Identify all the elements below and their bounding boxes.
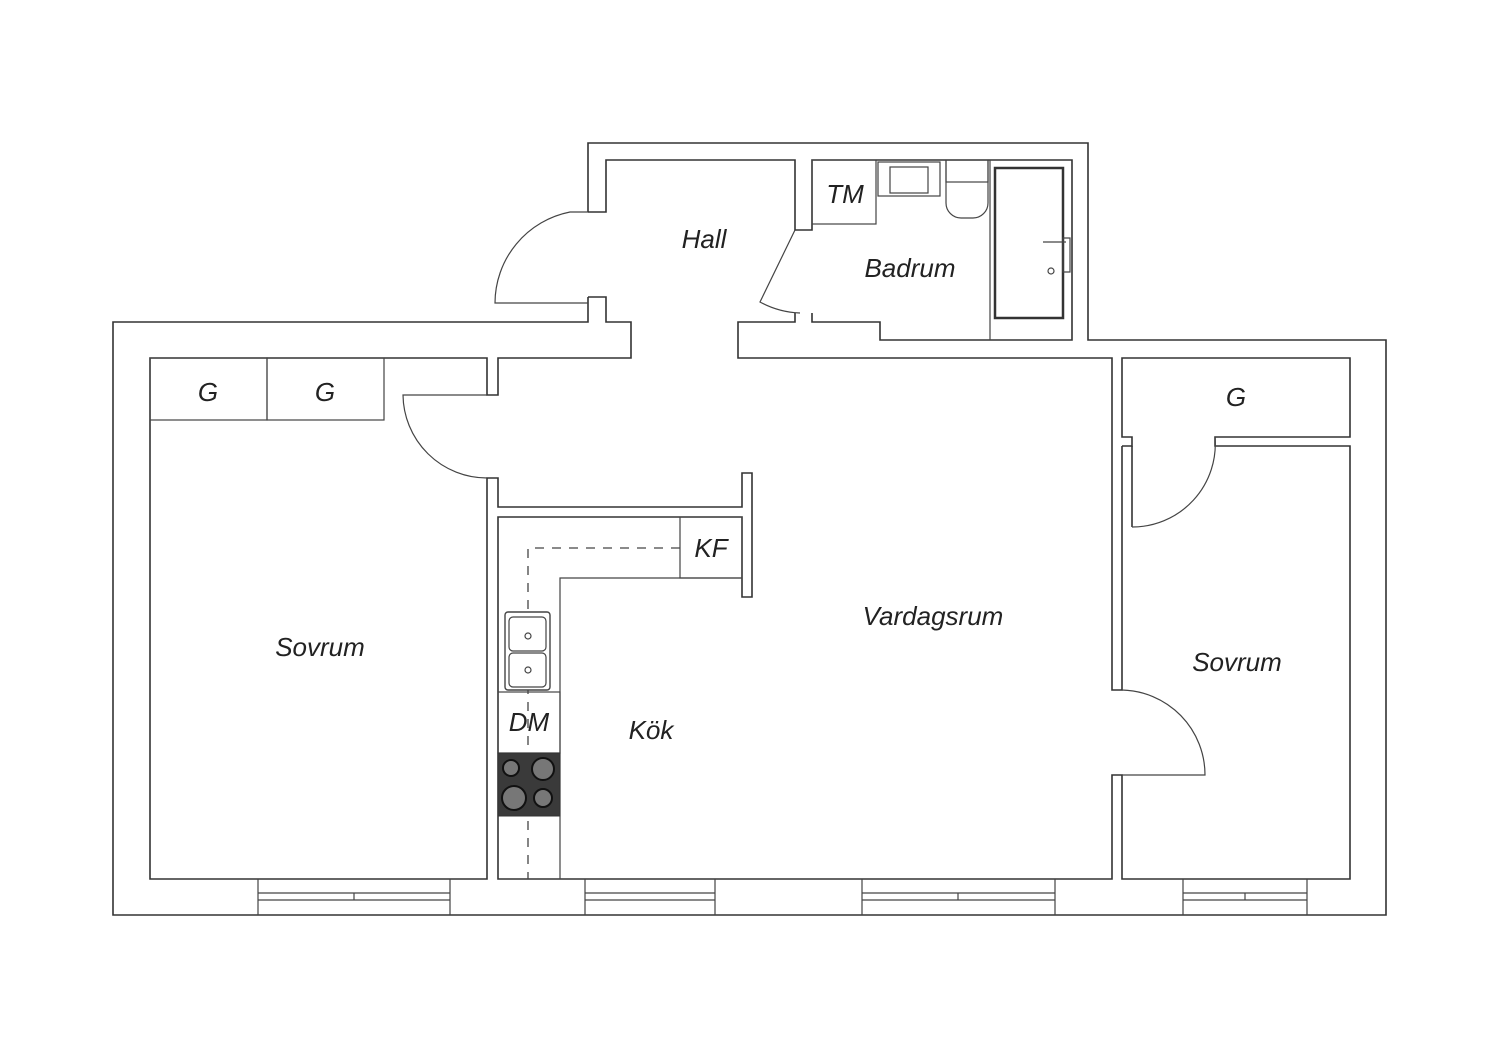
stove-icon bbox=[497, 752, 561, 817]
label-badrum: Badrum bbox=[864, 253, 955, 283]
label-kok: Kök bbox=[629, 715, 676, 745]
toilet-tank bbox=[945, 159, 989, 183]
bedroom-right-door[interactable] bbox=[1121, 689, 1206, 776]
hall-wall-lower-left bbox=[149, 296, 1351, 880]
label-sovrum-right: Sovrum bbox=[1192, 647, 1282, 677]
windows bbox=[257, 879, 1308, 915]
faucet-icon bbox=[1043, 237, 1071, 273]
label-kf: KF bbox=[694, 533, 729, 563]
entry-door[interactable] bbox=[494, 211, 588, 304]
drain-icon bbox=[1047, 267, 1055, 275]
label-sovrum-left: Sovrum bbox=[275, 632, 365, 662]
label-g-1: G bbox=[198, 377, 218, 407]
outer-wall bbox=[112, 142, 1387, 916]
label-vardagsrum: Vardagsrum bbox=[863, 601, 1004, 631]
sink-basin-2 bbox=[508, 652, 547, 688]
bathroom-door[interactable] bbox=[759, 229, 801, 314]
bathtub-icon bbox=[993, 166, 1065, 320]
wardrobe-2 bbox=[266, 357, 385, 421]
sink-icon bbox=[889, 166, 929, 194]
sink-drain-1 bbox=[524, 632, 532, 640]
tm-box bbox=[811, 159, 877, 225]
label-hall: Hall bbox=[682, 224, 728, 254]
counter-dash bbox=[527, 547, 680, 879]
sink-drain-2 bbox=[524, 666, 532, 674]
label-tm: TM bbox=[826, 179, 864, 209]
bedroom-left-door[interactable] bbox=[402, 394, 488, 479]
sink-basin-1 bbox=[508, 616, 547, 652]
label-g-3: G bbox=[1226, 382, 1246, 412]
wardrobe-door[interactable] bbox=[1131, 436, 1216, 528]
label-dm: DM bbox=[509, 707, 550, 737]
label-g-2: G bbox=[315, 377, 335, 407]
toilet-icon bbox=[945, 160, 989, 219]
sink-counter bbox=[877, 161, 941, 197]
